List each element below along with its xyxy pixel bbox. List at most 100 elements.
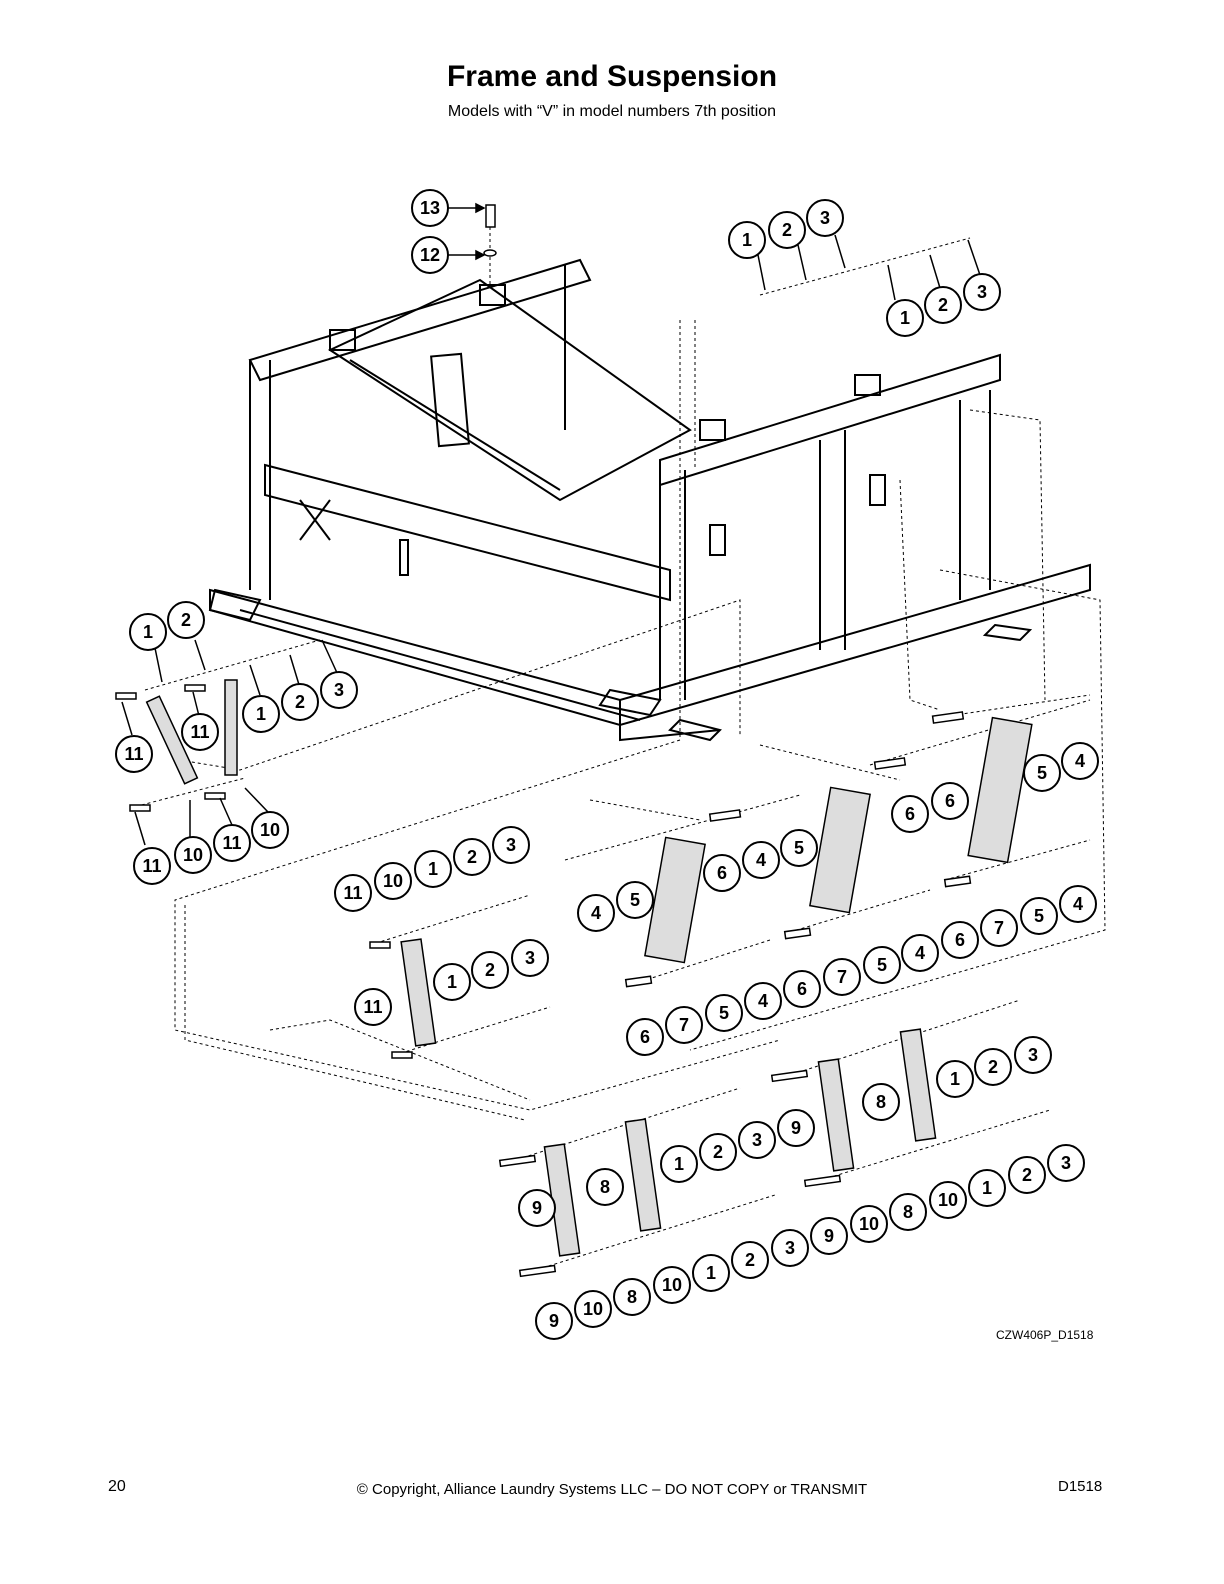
svg-text:3: 3 <box>1028 1045 1038 1065</box>
svg-text:1: 1 <box>428 859 438 879</box>
svg-text:2: 2 <box>988 1057 998 1077</box>
page-number: 20 <box>108 1478 126 1495</box>
svg-text:5: 5 <box>1034 906 1044 926</box>
svg-text:4: 4 <box>758 991 768 1011</box>
callout-3: 3 <box>492 826 530 864</box>
callout-3: 3 <box>511 939 549 977</box>
callout-2: 2 <box>281 683 319 721</box>
svg-text:5: 5 <box>794 838 804 858</box>
svg-text:4: 4 <box>591 903 601 923</box>
callout-1: 1 <box>433 963 471 1001</box>
svg-text:11: 11 <box>363 997 382 1017</box>
svg-text:6: 6 <box>797 979 807 999</box>
svg-text:1: 1 <box>256 704 266 724</box>
callout-9: 9 <box>535 1302 573 1340</box>
callout-4: 4 <box>1061 742 1099 780</box>
svg-text:9: 9 <box>824 1226 834 1246</box>
callout-7: 7 <box>665 1006 703 1044</box>
svg-text:2: 2 <box>467 847 477 867</box>
callout-2: 2 <box>974 1048 1012 1086</box>
callout-1: 1 <box>692 1254 730 1292</box>
callout-5: 5 <box>705 994 743 1032</box>
callout-10: 10 <box>251 811 289 849</box>
callout-6: 6 <box>931 782 969 820</box>
callout-1: 1 <box>129 613 167 651</box>
callout-3: 3 <box>963 273 1001 311</box>
svg-text:10: 10 <box>938 1190 958 1210</box>
callout-10: 10 <box>374 862 412 900</box>
svg-text:11: 11 <box>190 722 209 742</box>
callout-5: 5 <box>616 881 654 919</box>
svg-text:9: 9 <box>532 1198 542 1218</box>
callout-3: 3 <box>1014 1036 1052 1074</box>
svg-text:6: 6 <box>640 1027 650 1047</box>
copyright-notice: © Copyright, Alliance Laundry Systems LL… <box>356 1481 868 1498</box>
svg-text:10: 10 <box>662 1275 682 1295</box>
svg-text:1: 1 <box>706 1263 716 1283</box>
callout-4: 4 <box>1059 885 1097 923</box>
callout-4: 4 <box>742 841 780 879</box>
callout-6: 6 <box>891 795 929 833</box>
callout-1: 1 <box>936 1060 974 1098</box>
callout-11: 11 <box>115 735 153 773</box>
callout-2: 2 <box>731 1241 769 1279</box>
callout-2: 2 <box>471 951 509 989</box>
svg-text:5: 5 <box>630 890 640 910</box>
svg-text:3: 3 <box>506 835 516 855</box>
svg-text:1: 1 <box>950 1069 960 1089</box>
svg-text:13: 13 <box>420 198 440 218</box>
svg-text:6: 6 <box>717 863 727 883</box>
svg-text:5: 5 <box>719 1003 729 1023</box>
callout-4: 4 <box>577 894 615 932</box>
callout-5: 5 <box>1023 754 1061 792</box>
svg-text:2: 2 <box>181 610 191 630</box>
callout-11: 11 <box>213 824 251 862</box>
callout-2: 2 <box>768 211 806 249</box>
callout-1: 1 <box>728 221 766 259</box>
page-subtitle: Models with “V” in model numbers 7th pos… <box>447 103 777 120</box>
svg-text:4: 4 <box>756 850 766 870</box>
callout-3: 3 <box>806 199 844 237</box>
svg-text:10: 10 <box>383 871 403 891</box>
callout-7: 7 <box>980 909 1018 947</box>
callout-6: 6 <box>703 854 741 892</box>
svg-text:1: 1 <box>143 622 153 642</box>
small-hardware <box>115 204 972 1278</box>
callout-4: 4 <box>744 982 782 1020</box>
svg-text:2: 2 <box>782 220 792 240</box>
page-title: Frame and Suspension <box>446 60 778 93</box>
callout-arrows <box>121 202 981 846</box>
svg-text:1: 1 <box>447 972 457 992</box>
svg-text:3: 3 <box>820 208 830 228</box>
callout-10: 10 <box>574 1290 612 1328</box>
callout-10: 10 <box>929 1181 967 1219</box>
svg-text:5: 5 <box>1037 763 1047 783</box>
svg-text:10: 10 <box>183 845 203 865</box>
callout-9: 9 <box>777 1109 815 1147</box>
svg-text:11: 11 <box>124 744 143 764</box>
callout-8: 8 <box>889 1193 927 1231</box>
callout-numbers: 13 12 1 2 3 1 2 3 1 2 1 2 3 11 11 10 11 … <box>115 189 1099 1340</box>
svg-text:3: 3 <box>785 1238 795 1258</box>
callout-2: 2 <box>453 838 491 876</box>
callout-11: 11 <box>133 847 171 885</box>
svg-text:4: 4 <box>1073 894 1083 914</box>
callout-1: 1 <box>660 1145 698 1183</box>
svg-text:3: 3 <box>977 282 987 302</box>
document-id: D1518 <box>1058 1478 1103 1495</box>
shock-absorbers <box>145 679 1033 1257</box>
callout-5: 5 <box>1020 897 1058 935</box>
callout-1: 1 <box>414 850 452 888</box>
svg-text:11: 11 <box>222 833 241 853</box>
svg-text:7: 7 <box>994 918 1004 938</box>
svg-text:3: 3 <box>1061 1153 1071 1173</box>
callout-6: 6 <box>941 921 979 959</box>
svg-text:9: 9 <box>549 1311 559 1331</box>
callout-8: 8 <box>586 1168 624 1206</box>
callout-12: 12 <box>411 236 449 274</box>
callout-9: 9 <box>518 1189 556 1227</box>
svg-text:6: 6 <box>905 804 915 824</box>
callout-11: 11 <box>334 874 372 912</box>
callout-2: 2 <box>924 286 962 324</box>
